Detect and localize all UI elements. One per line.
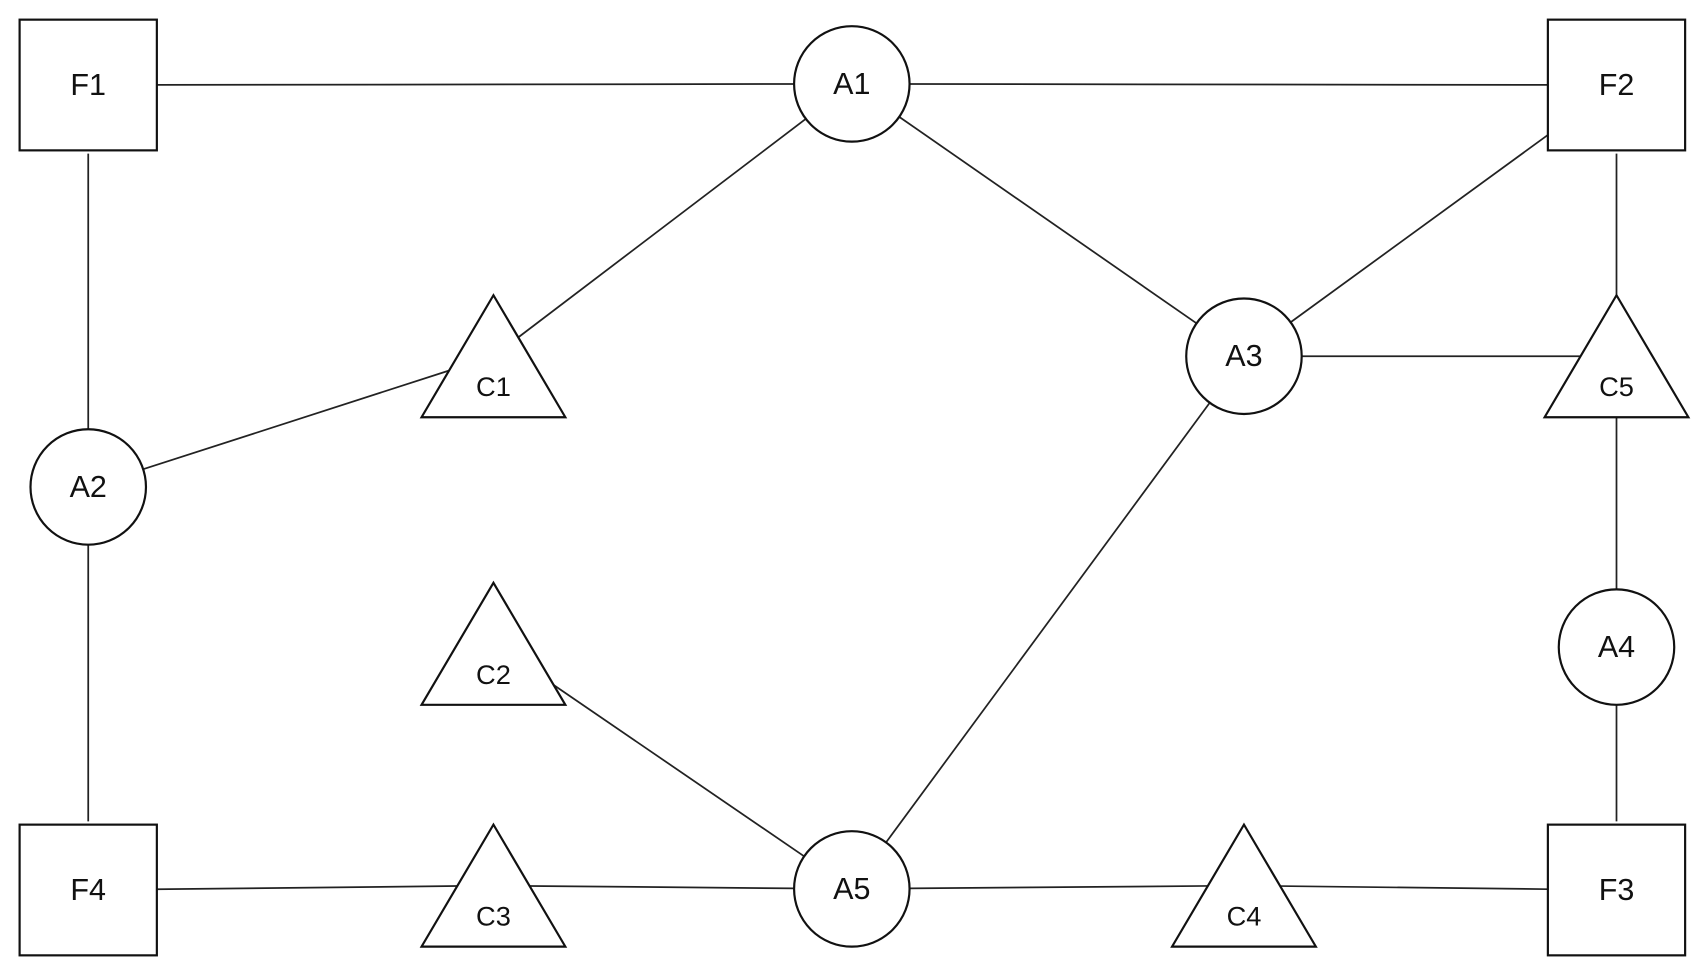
node-label: A3 [1225, 339, 1262, 373]
node-label: C5 [1599, 371, 1634, 402]
triangle-shape [419, 580, 568, 706]
node-label: C2 [476, 659, 511, 690]
edge-C4-F3 [1280, 885, 1548, 891]
circle-shape [29, 428, 148, 546]
node-label: F1 [70, 68, 106, 102]
edges [87, 83, 1618, 891]
triangle-shape [419, 293, 568, 419]
edge-F1-A1 [156, 83, 795, 86]
edge-C3-A5 [529, 885, 795, 890]
edge-C2-A5 [553, 684, 805, 858]
node-F2[interactable]: F2 [1546, 18, 1687, 152]
node-C2[interactable]: C2 [419, 580, 568, 706]
edge-A1-F2 [909, 83, 1548, 86]
square-shape [1546, 823, 1687, 957]
node-F4[interactable]: F4 [18, 823, 158, 957]
node-label: A5 [833, 872, 870, 906]
node-A1[interactable]: A1 [792, 25, 911, 143]
node-C4[interactable]: C4 [1170, 822, 1318, 948]
circle-shape [1557, 588, 1676, 706]
node-label: A1 [833, 67, 870, 101]
edge-A2-C1 [142, 369, 450, 471]
triangle-shape [1542, 293, 1691, 419]
node-F3[interactable]: F3 [1546, 823, 1687, 957]
node-label: C4 [1227, 901, 1262, 932]
square-shape [1546, 18, 1687, 152]
node-C3[interactable]: C3 [419, 822, 568, 948]
edge-A1-A3 [898, 116, 1198, 325]
node-A4[interactable]: A4 [1557, 588, 1676, 706]
node-A5[interactable]: A5 [792, 830, 911, 948]
node-label: A4 [1598, 630, 1635, 664]
edge-F4-C3 [156, 885, 457, 891]
node-label: F2 [1599, 68, 1635, 102]
edge-F2-A3 [1290, 134, 1549, 323]
node-C1[interactable]: C1 [419, 293, 568, 419]
square-shape [18, 18, 158, 152]
circle-shape [792, 830, 911, 948]
edge-A1-C1 [518, 118, 807, 338]
edge-A5-C4 [909, 885, 1208, 890]
circle-shape [1185, 297, 1303, 416]
edge-A3-A5 [885, 402, 1211, 843]
node-label: C1 [476, 371, 511, 402]
node-A2[interactable]: A2 [29, 428, 148, 546]
circle-shape [792, 25, 911, 143]
node-F1[interactable]: F1 [18, 18, 158, 152]
node-label: C3 [476, 901, 511, 932]
square-shape [18, 823, 158, 957]
node-A3[interactable]: A3 [1185, 297, 1303, 416]
triangle-shape [1170, 822, 1318, 948]
node-label: F4 [70, 873, 106, 907]
node-label: F3 [1599, 873, 1635, 907]
triangle-shape [419, 822, 568, 948]
node-C5[interactable]: C5 [1542, 293, 1691, 419]
node-label: A2 [70, 470, 107, 504]
